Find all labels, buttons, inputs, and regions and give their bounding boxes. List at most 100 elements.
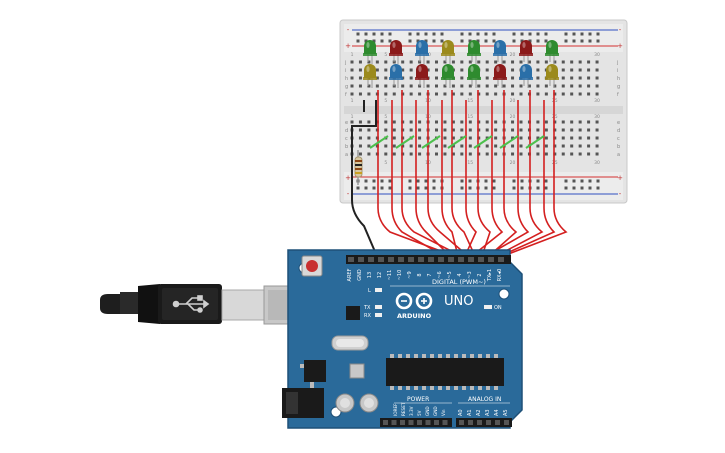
digital-pin-label: 7 — [427, 273, 433, 276]
led-row-bottom[interactable] — [363, 64, 559, 88]
usb-symbol-icon — [172, 295, 210, 313]
row-letter: c — [345, 136, 348, 142]
column-number: 5 — [384, 98, 387, 104]
rail-polarity-mark: + — [345, 42, 351, 50]
header-pin — [428, 257, 434, 262]
column-number: 5 — [384, 160, 387, 166]
on-led-label: ON — [494, 305, 502, 311]
arduino-logo — [395, 292, 433, 310]
header-pin — [408, 257, 414, 262]
header-pin — [478, 257, 484, 262]
analog-pin-label: A3 — [485, 409, 491, 416]
led-bottom-4[interactable] — [441, 64, 455, 88]
column-number: 25 — [552, 114, 558, 120]
analog-pin-label: A2 — [476, 409, 482, 416]
breadboard[interactable]: jjiihhggffeeddccbbaa11115555101010101515… — [339, 19, 628, 204]
column-number: 5 — [384, 114, 387, 120]
header-pin — [495, 420, 500, 425]
jumper-wire[interactable] — [421, 135, 441, 149]
header-pin — [418, 257, 424, 262]
jumper-wire[interactable] — [447, 135, 467, 149]
row-letter: i — [345, 68, 346, 74]
column-number: 30 — [594, 160, 600, 166]
header-pin — [391, 420, 397, 425]
header-pin — [358, 257, 364, 262]
header-pin — [477, 420, 482, 425]
led-top-6[interactable] — [493, 40, 507, 64]
jumper-wire[interactable] — [525, 135, 545, 149]
digital-pin-label: ~6 — [437, 271, 443, 278]
header-pin — [378, 257, 384, 262]
row-letter: h — [617, 76, 620, 82]
jumper-wire[interactable] — [499, 135, 519, 149]
column-number: 15 — [467, 114, 473, 120]
header-pin — [468, 420, 473, 425]
power-pin-label: GND — [433, 406, 438, 416]
row-letter: b — [617, 144, 620, 150]
header-pin — [348, 257, 354, 262]
jumper-wire[interactable] — [473, 135, 493, 149]
column-number: 20 — [510, 160, 516, 166]
led-bottom-8[interactable] — [545, 64, 559, 88]
power-pin-label: GND — [425, 406, 430, 416]
row-letter: i — [617, 68, 618, 74]
column-number: 20 — [510, 52, 516, 58]
column-number: 15 — [467, 160, 473, 166]
led-top-3[interactable] — [415, 40, 429, 64]
tx-led-label: TX — [363, 305, 371, 311]
led-top-4[interactable] — [441, 40, 455, 64]
row-letter: a — [617, 152, 620, 158]
header-pin — [368, 257, 374, 262]
power-pin-label: RESET — [401, 402, 406, 416]
led-top-8[interactable] — [545, 40, 559, 64]
header-pin — [498, 257, 504, 262]
digital-pin-label: GND — [357, 269, 363, 281]
header-pin — [459, 420, 464, 425]
led-bottom-6[interactable] — [493, 64, 507, 88]
resistor[interactable] — [354, 150, 363, 185]
power-label: POWER — [407, 396, 429, 403]
row-letter: d — [345, 128, 348, 134]
digital-pin-label: ~10 — [397, 270, 403, 281]
power-jack[interactable] — [282, 388, 324, 418]
led-row-top[interactable] — [363, 40, 559, 64]
power-header[interactable] — [383, 420, 448, 425]
reset-button[interactable] — [301, 255, 323, 277]
analog-header[interactable] — [459, 420, 509, 425]
row-letter: j — [616, 60, 618, 66]
led-bottom-2[interactable] — [389, 64, 403, 88]
led-top-1[interactable] — [363, 40, 377, 64]
led-bottom-5[interactable] — [467, 64, 481, 88]
row-letter: f — [345, 92, 347, 98]
jumper-wire[interactable] — [369, 135, 389, 149]
jumper-wire[interactable] — [395, 135, 415, 149]
breadboard-labels: jjiihhggffeeddccbbaa11115555101010101515… — [344, 26, 623, 198]
led-bottom-1[interactable] — [363, 64, 377, 88]
row-letter: d — [617, 128, 620, 134]
row-letter: g — [617, 84, 620, 90]
green-jumpers[interactable] — [369, 135, 545, 149]
analog-pin-label: A4 — [494, 409, 500, 416]
row-letter: h — [345, 76, 348, 82]
header-pin — [434, 420, 439, 425]
power-pin-label: 5V — [417, 410, 422, 416]
led-bottom-7[interactable] — [519, 64, 533, 88]
power-pin-label: 3.3V — [409, 406, 414, 416]
digital-pin-label: ~11 — [387, 270, 393, 281]
led-bottom-3[interactable] — [415, 64, 429, 88]
led-top-5[interactable] — [467, 40, 481, 64]
header-pin — [488, 257, 494, 262]
rail-polarity-mark: - — [347, 190, 350, 198]
led-top-2[interactable] — [389, 40, 403, 64]
digital-pin-label: 13 — [367, 272, 373, 278]
led-top-7[interactable] — [519, 40, 533, 64]
header-pin — [486, 420, 491, 425]
header-pin — [448, 257, 454, 262]
header-pin — [383, 420, 388, 425]
wires[interactable] — [351, 90, 568, 257]
digital-header[interactable] — [348, 257, 504, 262]
power-pin-label: IOREF — [393, 403, 398, 416]
